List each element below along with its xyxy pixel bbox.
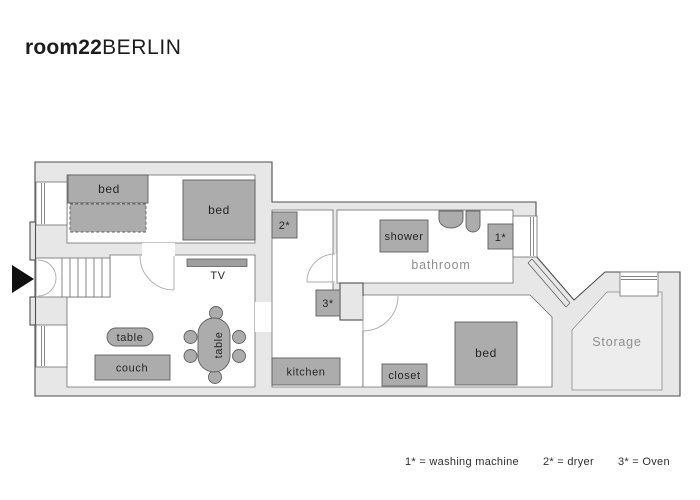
- chair: [208, 370, 222, 384]
- coffee-table-label: table: [117, 332, 144, 344]
- doors: [37, 253, 399, 332]
- dining-table-label: table: [213, 332, 225, 359]
- oven-label: 3*: [322, 298, 334, 310]
- coffee-table: table: [106, 327, 154, 347]
- door-opening-bathroom: [333, 254, 338, 283]
- oven-box: 3*: [315, 289, 341, 317]
- couch: couch: [94, 354, 171, 381]
- bathroom-label: bathroom: [411, 258, 470, 272]
- door-opening-living: [142, 243, 175, 257]
- kitchen-label: kitchen: [286, 367, 325, 379]
- closet: closet: [381, 363, 428, 387]
- storage-label: Storage: [592, 335, 641, 349]
- kitchen-counter: kitchen: [271, 357, 341, 386]
- bed-middle-label: bed: [208, 203, 230, 217]
- bed-right-label: bed: [475, 346, 497, 360]
- closet-label: closet: [388, 370, 420, 382]
- passage-living-hall: [255, 302, 273, 332]
- door-living: [139, 255, 175, 291]
- legend: 1* = washing machine 2* = dryer 3* = Ove…: [405, 456, 670, 468]
- chair: [232, 330, 246, 344]
- bathroom-window-niche: [512, 215, 538, 258]
- tv: TV: [186, 258, 248, 282]
- dryer-box: 2*: [271, 211, 298, 239]
- stairs: [61, 258, 103, 297]
- bed-right: bed: [454, 321, 518, 386]
- chair: [183, 330, 198, 344]
- wall-stub-oven: [339, 282, 364, 321]
- bed-middle: bed: [182, 179, 256, 241]
- door-bedroom-right: [362, 295, 399, 332]
- legend-item-dryer: 2* = dryer: [542, 456, 594, 468]
- entrance-arrow-icon: [12, 265, 34, 293]
- chair: [209, 306, 223, 320]
- dining-table: table: [183, 306, 246, 384]
- bed-left-pullout: [69, 203, 147, 233]
- windows: [35, 181, 659, 368]
- wall-pier-top: [29, 221, 37, 261]
- door-entrance: [37, 259, 57, 297]
- window-storage: [619, 271, 659, 297]
- logo: room22BERLIN: [25, 36, 182, 60]
- sink-icon: [438, 210, 464, 229]
- logo-light: BERLIN: [102, 36, 182, 59]
- room-storage: [571, 291, 663, 391]
- window-left-bottom: [35, 324, 68, 368]
- window-bathroom: [530, 217, 534, 256]
- shower-label: shower: [384, 231, 423, 243]
- logo-bold: room22: [25, 36, 103, 59]
- legend-item-washing-machine: 1* = washing machine: [405, 456, 519, 468]
- washing-machine-label: 1*: [495, 232, 507, 244]
- entry-stairs-area: [35, 257, 111, 298]
- bed-left: bed: [67, 174, 149, 233]
- window-left-top: [35, 181, 68, 226]
- wall-pier-bottom: [29, 296, 37, 326]
- bed-left-label: bed: [98, 182, 120, 196]
- shower: shower: [379, 219, 429, 253]
- legend-item-oven: 3* = Oven: [617, 456, 670, 468]
- tv-label: TV: [210, 270, 225, 282]
- washing-machine-box: 1*: [487, 223, 514, 250]
- window-diagonal: [527, 258, 571, 308]
- chair: [183, 349, 198, 363]
- couch-label: couch: [116, 363, 148, 375]
- toilet-icon: [465, 210, 481, 233]
- door-bathroom: [306, 253, 336, 283]
- dryer-label: 2*: [279, 220, 291, 232]
- chair: [232, 349, 246, 363]
